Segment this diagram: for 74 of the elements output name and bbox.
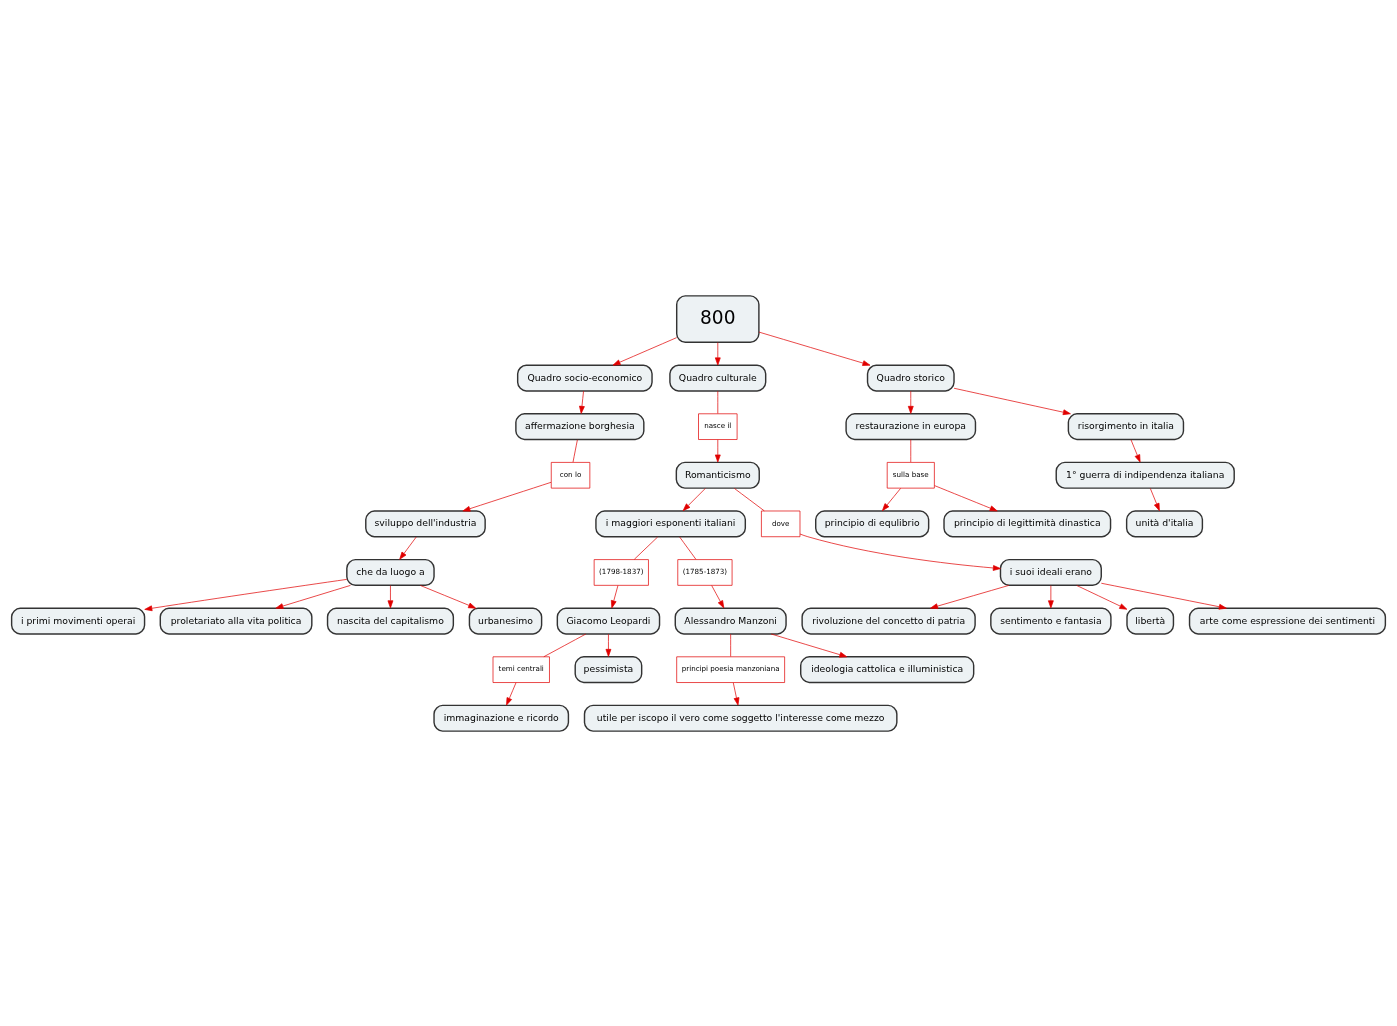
node-box: Romanticismo (675, 461, 760, 489)
node-box: i suoi ideali erano (999, 558, 1102, 586)
node-box: risorgimento in italia (1067, 412, 1185, 440)
arrow (934, 484, 998, 511)
node-box: arte come espressione dei sentimenti (1188, 607, 1387, 635)
node-box: dove (761, 510, 801, 537)
arrow (714, 341, 721, 365)
node-box: i maggiori esponenti italiani (595, 509, 747, 537)
node-box: (1785-1873) (677, 558, 733, 586)
arrow (144, 578, 348, 611)
arrow (1130, 438, 1141, 462)
node-box: i primi movimenti operai (10, 607, 146, 635)
connector (572, 438, 578, 462)
node-box: 800 (676, 294, 760, 343)
node-box: temi centrali (492, 655, 550, 683)
connector (679, 536, 697, 560)
arrow (1149, 487, 1160, 511)
arrow (1100, 582, 1227, 610)
arrow (612, 336, 677, 366)
node-box: nascita del capitalismo (326, 607, 455, 635)
connector (730, 633, 731, 657)
node-box: immaginazione e ricordo (433, 704, 570, 732)
node-box: con lo (550, 461, 591, 488)
node-box: sulla base (886, 461, 935, 488)
arrow (506, 681, 517, 705)
node-box: utile per iscopo il vero come soggetto l'interesse come mezzo (583, 704, 898, 732)
node-box: che da luogo a (346, 558, 435, 586)
node-box: (1798-1837) (593, 558, 649, 586)
arrow (682, 487, 706, 511)
arrow (799, 533, 1001, 571)
arrow (579, 390, 585, 414)
arrow (1048, 584, 1054, 608)
arrow (711, 584, 725, 608)
node-box: principio di equlibrio (815, 509, 930, 537)
arrow (387, 584, 394, 608)
arrow (275, 584, 351, 609)
node-box: rivoluzione del concetto di patria (801, 607, 976, 635)
node-box: sentimento e fantasia (990, 607, 1112, 635)
node-box: principi poesia manzoniana (676, 655, 785, 683)
connector (717, 390, 719, 414)
node-box: nasce il (698, 412, 738, 440)
node-box: proletariato alla vita politica (159, 607, 313, 635)
node-box: ideologia cattolica e illuministica (800, 655, 975, 683)
node-box: Giacomo Leopardi (556, 607, 661, 635)
arrow (420, 584, 477, 608)
node-box: Alessandro Manzoni (674, 607, 787, 635)
connector (634, 536, 659, 560)
node-box: restaurazione in europa (845, 412, 977, 440)
node-box: pessimista (574, 655, 643, 683)
node-box: libertà (1126, 607, 1175, 635)
arrow (732, 681, 740, 705)
node-box: urbanesimo (468, 607, 543, 635)
arrow (462, 481, 552, 511)
node-box: Quadro socio-economico (516, 363, 653, 392)
arrow (714, 438, 721, 462)
arrow (770, 633, 848, 657)
node-box: 1° guerra di indipendenza italiana (1055, 461, 1235, 489)
arrow (605, 633, 612, 657)
node-box: principio di legittimità dinastica (943, 509, 1112, 537)
node-box: unità d'italia (1125, 509, 1204, 537)
arrow (610, 584, 619, 608)
arrow (907, 390, 914, 414)
arrow (1076, 584, 1128, 610)
arrow (930, 584, 1010, 609)
arrow (953, 387, 1071, 415)
arrow (882, 487, 901, 511)
node-box: Quadro storico (866, 363, 955, 392)
connector (543, 633, 587, 657)
arrow (399, 536, 417, 560)
node-box: Quadro culturale (669, 363, 767, 392)
node-box: affermazione borghesia (515, 412, 645, 440)
arrow (758, 331, 871, 366)
connector (733, 487, 765, 511)
node-box: sviluppo dell'industria (365, 509, 486, 537)
